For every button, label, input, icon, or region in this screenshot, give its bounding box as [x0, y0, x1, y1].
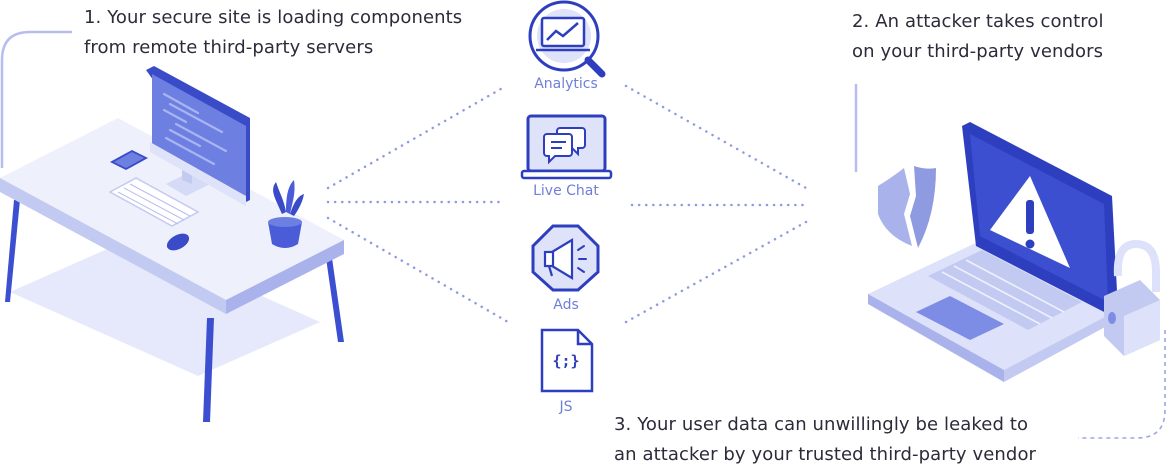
js-file-icon: {;} [540, 328, 594, 393]
compromised-laptop-illustration [868, 122, 1160, 382]
keyboard [108, 177, 200, 227]
connection-desk-analytics [326, 84, 508, 190]
step3-leader-line [1078, 330, 1166, 439]
open-padlock-icon [1104, 239, 1160, 356]
desk-top-side-edge [226, 240, 344, 314]
live-chat-laptop-icon [520, 114, 613, 180]
service-label-js: JS [559, 399, 573, 415]
step2-line2: on your third-party vendors [852, 41, 1104, 62]
step1-leader-line [0, 30, 72, 168]
desk-top-front-edge [0, 178, 226, 314]
potted-plant [268, 180, 304, 248]
laptop-trackpad [916, 296, 1004, 340]
workstation-desk-illustration [0, 66, 344, 422]
step2-caption: 2. An attacker takes control on your thi… [852, 7, 1104, 67]
warning-triangle-icon [990, 176, 1070, 268]
step1-line2: from remote third-party servers [84, 37, 374, 58]
service-label-live-chat: Live Chat [533, 183, 599, 199]
connection-analytics-laptop [624, 84, 808, 190]
service-label-ads: Ads [553, 297, 579, 313]
laptop-keyboard [928, 250, 1082, 330]
service-label-analytics: Analytics [534, 76, 598, 92]
connection-desk-ads [326, 216, 510, 324]
broken-shield-icon [878, 166, 936, 248]
step1-line1: 1. Your secure site is loading component… [84, 7, 463, 28]
step3-line1: 3. Your user data can unwillingly be lea… [614, 414, 1029, 435]
connection-ads-laptop [624, 220, 808, 324]
monitor-screen [152, 74, 246, 196]
step3-caption: 3. Your user data can unwillingly be lea… [614, 410, 1036, 470]
svg-text:{;}: {;} [552, 352, 579, 370]
desk-lower-shelf [10, 238, 320, 376]
laptop-base-edge [868, 294, 1004, 382]
step3-line2: an attacker by your trusted third-party … [614, 444, 1037, 465]
computer-mouse [166, 233, 190, 251]
step2-line1: 2. An attacker takes control [852, 11, 1104, 32]
step1-caption: 1. Your secure site is loading component… [84, 3, 462, 63]
dotted-connections [326, 84, 808, 324]
monitor-bezel-bottom [150, 142, 246, 206]
ads-megaphone-icon [531, 224, 600, 292]
analytics-magnifier-icon [528, 0, 606, 78]
monitor-code-lines [162, 92, 228, 166]
